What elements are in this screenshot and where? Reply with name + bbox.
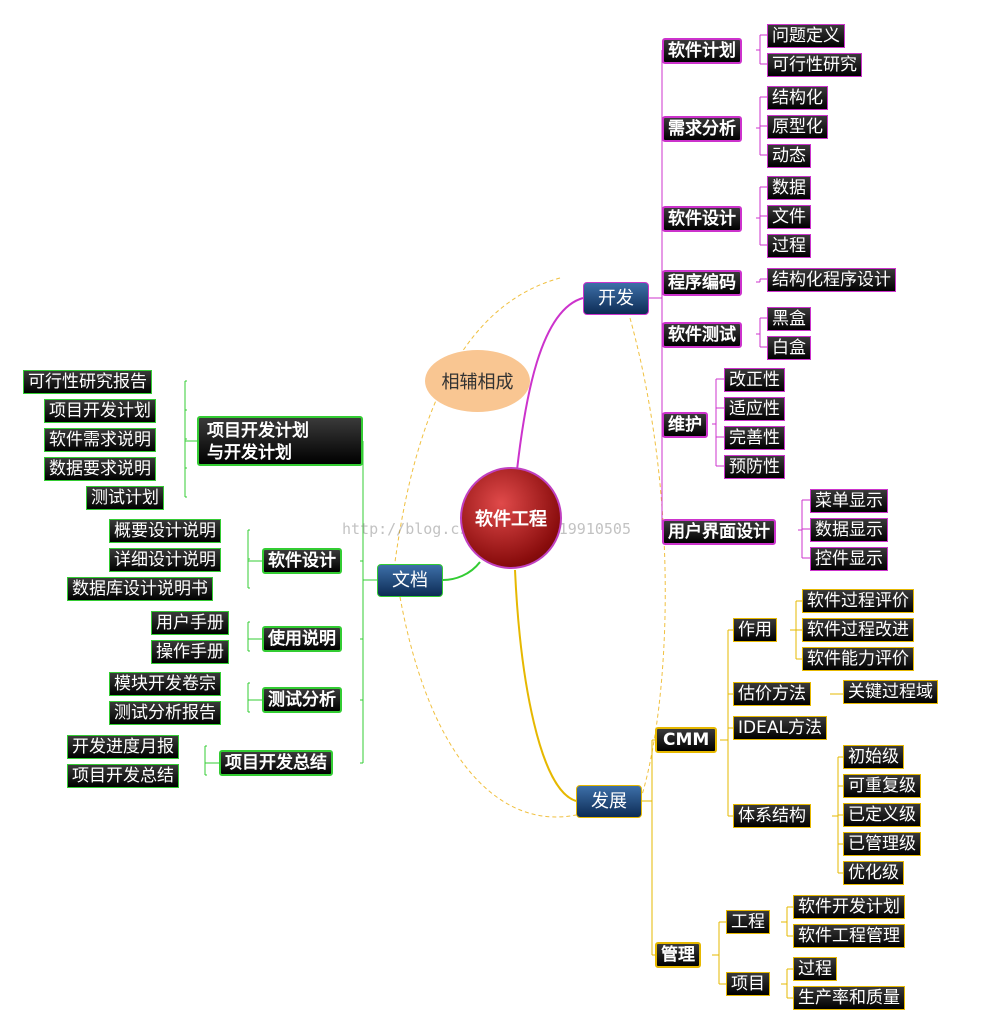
evo-item: 已管理级 <box>843 832 921 856</box>
evo-item: 过程 <box>793 957 837 981</box>
main-branch-evo: 发展 <box>576 785 642 818</box>
main-branch-dev: 开发 <box>583 282 649 315</box>
evo-item: 优化级 <box>843 861 904 885</box>
evo-item: 软件开发计划 <box>793 895 905 919</box>
dev-topic-1: 需求分析 <box>662 116 742 142</box>
doc-item: 数据库设计说明书 <box>67 577 213 601</box>
dev-item: 过程 <box>767 234 811 258</box>
dev-topic-3: 程序编码 <box>662 270 742 296</box>
dev-item: 完善性 <box>724 426 785 450</box>
evo-cmm-eval: 估价方法 <box>733 682 811 706</box>
doc-topic-3: 测试分析 <box>262 687 342 713</box>
doc-item: 模块开发卷宗 <box>109 672 221 696</box>
evo-item: 软件能力评价 <box>802 647 914 671</box>
evo-cmm: CMM <box>655 727 718 753</box>
doc-item: 概要设计说明 <box>109 519 221 543</box>
evo-mgmt-eng: 工程 <box>726 910 770 934</box>
evo-mgmt-proj: 项目 <box>726 972 770 996</box>
doc-item: 软件需求说明 <box>44 428 156 452</box>
doc-item: 项目开发计划 <box>44 399 156 423</box>
doc-topic-4: 项目开发总结 <box>219 750 333 776</box>
evo-item: 软件过程评价 <box>802 589 914 613</box>
dev-topic-0: 软件计划 <box>662 38 742 64</box>
dev-item: 黑盒 <box>767 307 811 331</box>
dev-item: 结构化 <box>767 86 828 110</box>
dev-item: 菜单显示 <box>810 489 888 513</box>
complementary-bubble: 相辅相成 <box>425 350 530 412</box>
doc-item: 数据要求说明 <box>44 457 156 481</box>
dev-item: 适应性 <box>724 397 785 421</box>
dev-item: 可行性研究 <box>767 53 862 77</box>
doc-topic-1: 软件设计 <box>262 548 342 574</box>
evo-item: 软件工程管理 <box>793 924 905 948</box>
doc-topic-2: 使用说明 <box>262 626 342 652</box>
dev-item: 原型化 <box>767 115 828 139</box>
dev-item: 文件 <box>767 205 811 229</box>
dev-item: 改正性 <box>724 368 785 392</box>
dev-item: 数据显示 <box>810 518 888 542</box>
connector <box>399 596 577 818</box>
dev-item: 结构化程序设计 <box>767 268 896 292</box>
main-branch-doc: 文档 <box>377 564 443 597</box>
evo-cmm-role: 作用 <box>733 618 777 642</box>
evo-item: 生产率和质量 <box>793 986 905 1010</box>
doc-item: 可行性研究报告 <box>23 370 152 394</box>
doc-item: 测试计划 <box>86 486 164 510</box>
evo-item: 初始级 <box>843 745 904 769</box>
dev-item: 预防性 <box>724 455 785 479</box>
doc-item: 测试分析报告 <box>109 701 221 725</box>
evo-item: 可重复级 <box>843 774 921 798</box>
doc-topic-0: 项目开发计划 与开发计划 <box>197 416 363 466</box>
doc-item: 用户手册 <box>151 611 229 635</box>
dev-topic-5: 维护 <box>662 412 708 438</box>
central-topic: 软件工程 <box>460 467 562 569</box>
evo-item: 已定义级 <box>843 803 921 827</box>
doc-topic-0-line2: 与开发计划 <box>207 443 292 463</box>
dev-item: 控件显示 <box>810 547 888 571</box>
doc-topic-0-line1: 项目开发计划 <box>207 421 309 441</box>
dev-topic-2: 软件设计 <box>662 206 742 232</box>
evo-mgmt: 管理 <box>655 942 701 968</box>
connector <box>516 297 584 471</box>
evo-item: 关键过程域 <box>843 680 938 704</box>
connector <box>514 569 577 802</box>
dev-topic-4: 软件测试 <box>662 322 742 348</box>
dev-item: 问题定义 <box>767 24 845 48</box>
doc-item: 详细设计说明 <box>109 548 221 572</box>
doc-item: 操作手册 <box>151 640 229 664</box>
dev-topic-6: 用户界面设计 <box>662 519 776 545</box>
doc-item: 项目开发总结 <box>67 764 179 788</box>
dev-item: 白盒 <box>767 336 811 360</box>
evo-cmm-ideal: IDEAL方法 <box>733 716 827 740</box>
connector <box>442 561 481 581</box>
evo-cmm-arch: 体系结构 <box>733 804 811 828</box>
dev-item: 动态 <box>767 144 811 168</box>
doc-item: 开发进度月报 <box>67 735 179 759</box>
connector <box>629 317 666 796</box>
dev-item: 数据 <box>767 176 811 200</box>
evo-item: 软件过程改进 <box>802 618 914 642</box>
